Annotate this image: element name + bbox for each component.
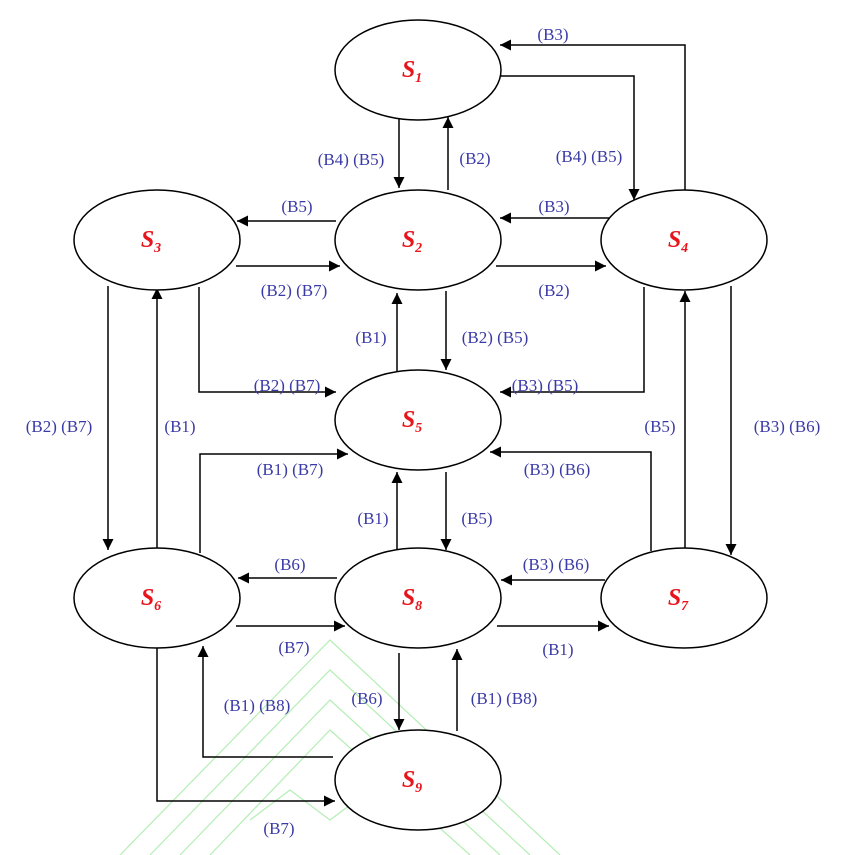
state-label: S4 [668, 227, 688, 256]
transition-label-s8-to-s7: (B1) [542, 640, 573, 659]
transition-arrow-s7-to-s5 [490, 446, 652, 551]
state-ellipse [334, 547, 502, 649]
state-ellipse [73, 547, 241, 649]
transition-label-s4-to-s2: (B3) [538, 197, 569, 216]
state-letter: S [402, 585, 415, 611]
state-label: S6 [141, 585, 161, 614]
state-label: S7 [668, 585, 689, 614]
transition-label-s4-to-s5: (B3) (B5) [512, 376, 579, 395]
transition-label-s5-to-s2: (B1) [355, 328, 386, 347]
state-subscript: 4 [680, 241, 688, 256]
state-letter: S [668, 585, 681, 611]
transition-label-s1-to-s2: (B4) (B5) [318, 150, 385, 169]
transition-labels: (B3) (B4) (B5) (B4) (B5) (B2) (B5) (B2) (B7) (… [26, 25, 821, 838]
state-letter: S [402, 767, 415, 793]
state-node-s1: S1 [334, 19, 502, 121]
state-ellipse [334, 729, 502, 831]
state-label: S9 [402, 767, 422, 796]
state-subscript: 1 [415, 71, 422, 86]
transition-label-s2-to-s1: (B2) [459, 149, 490, 168]
transition-label-s3-to-s2: (B2) (B7) [261, 281, 328, 300]
state-letter: S [402, 227, 415, 253]
transition-label-s2-to-s5: (B2) (B5) [462, 328, 529, 347]
state-subscript: 9 [415, 781, 422, 796]
state-label: S2 [402, 227, 422, 256]
transition-arrow-s1-to-s4 [496, 75, 640, 200]
state-subscript: 8 [415, 599, 422, 614]
state-label: S1 [402, 57, 422, 86]
state-label: S5 [402, 407, 422, 436]
watermark [119, 639, 561, 855]
state-subscript: 6 [154, 599, 161, 614]
state-subscript: 5 [415, 421, 422, 436]
state-node-s4: S4 [600, 189, 768, 291]
state-node-s6: S6 [73, 547, 241, 649]
state-letter: S [668, 227, 681, 253]
state-ellipse [600, 189, 768, 291]
state-label: S3 [141, 227, 161, 256]
state-node-s2: S2 [334, 189, 502, 291]
transition-label-s6-to-s5: (B1) (B7) [257, 460, 324, 479]
transition-arrow-s9-to-s6 [197, 646, 333, 758]
transition-label-s5-to-s8: (B5) [461, 509, 492, 528]
state-letter: S [141, 585, 154, 611]
state-ellipse [334, 19, 502, 121]
transition-label-s6-to-s8: (B7) [278, 638, 309, 657]
transition-label-s4-to-s1: (B3) [537, 25, 568, 44]
state-node-s9: S9 [334, 729, 502, 831]
transition-label-s9-to-s8: (B1) (B8) [471, 689, 538, 708]
transition-arrow-s4-to-s5 [500, 287, 645, 398]
transition-label-s8-to-s9: (B6) [351, 689, 382, 708]
state-subscript: 7 [681, 599, 689, 614]
transition-label-s7-to-s4: (B5) [644, 417, 675, 436]
state-ellipse [73, 189, 241, 291]
state-letter: S [402, 407, 415, 433]
transition-arrows [102, 39, 737, 807]
state-node-s3: S3 [73, 189, 241, 291]
state-ellipse [334, 189, 502, 291]
transition-label-s6-to-s3: (B1) [164, 417, 195, 436]
transition-label-s9-to-s6: (B1) (B8) [224, 696, 291, 715]
transition-label-s3-to-s5: (B2) (B7) [254, 376, 321, 395]
transition-label-s4-to-s7: (B3) (B6) [754, 417, 821, 436]
state-label: S8 [402, 585, 422, 614]
state-node-s8: S8 [334, 547, 502, 649]
state-node-s7: S7 [600, 547, 768, 649]
transition-label-s8-to-s6: (B6) [274, 555, 305, 574]
transition-arrow-s6-to-s5 [199, 448, 348, 553]
state-letter: S [402, 57, 415, 83]
transition-arrow-s3-to-s5 [198, 287, 336, 398]
transition-label-s7-to-s5: (B3) (B6) [524, 460, 591, 479]
transition-label-s3-to-s6: (B2) (B7) [26, 417, 93, 436]
state-subscript: 3 [153, 241, 161, 256]
state-ellipse [600, 547, 768, 649]
transition-arrow-s6-to-s9 [156, 648, 335, 807]
transition-label-s1-to-s4: (B4) (B5) [556, 147, 623, 166]
transition-label-s2-to-s3: (B5) [281, 197, 312, 216]
transition-label-s2-to-s4: (B2) [538, 281, 569, 300]
transition-arrow-s4-to-s1 [500, 39, 686, 190]
transition-label-s7-to-s8: (B3) (B6) [523, 555, 590, 574]
state-letter: S [141, 227, 154, 253]
transition-label-s6-to-s9: (B7) [263, 819, 294, 838]
state-subscript: 2 [414, 241, 422, 256]
state-node-s5: S5 [334, 369, 502, 471]
state-ellipse [334, 369, 502, 471]
transition-label-s8-to-s5: (B1) [357, 509, 388, 528]
